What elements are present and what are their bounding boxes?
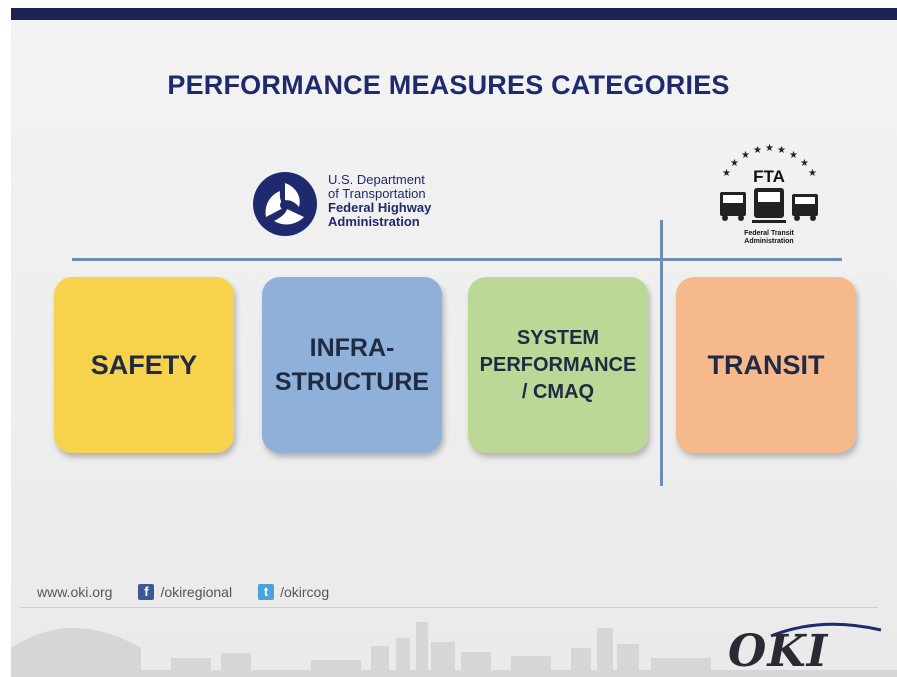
vertical-divider <box>660 220 663 486</box>
footer-links: www.oki.org f /okiregional t /okircog <box>37 584 329 600</box>
svg-text:★: ★ <box>800 158 809 169</box>
fta-acronym: FTA <box>753 167 785 186</box>
fta-logo: ★ ★ ★ ★ ★ ★ ★ ★ ★ FTA Federal Transit Ad… <box>720 143 818 245</box>
svg-text:★: ★ <box>808 168 817 179</box>
fhwa-line-2: of Transportation <box>328 186 426 201</box>
category-safety-label: SAFETY <box>90 349 198 380</box>
svg-text:★: ★ <box>765 143 774 154</box>
category-system-performance-label-2: PERFORMANCE <box>479 353 637 376</box>
fta-name-line-2: Administration <box>744 238 793 245</box>
category-transit-label: TRANSIT <box>707 349 825 380</box>
svg-text:★: ★ <box>730 158 739 169</box>
fta-name-line-1: Federal Transit <box>744 230 794 237</box>
fta-vehicles-icon <box>720 188 818 223</box>
category-system-performance-label-3: / CMAQ <box>521 380 595 403</box>
city-skyline-image <box>11 622 897 677</box>
top-bar <box>11 8 897 20</box>
svg-text:★: ★ <box>777 145 786 156</box>
category-infrastructure: INFRA- STRUCTURE <box>262 277 442 453</box>
fta-stars-icon: ★ ★ ★ ★ ★ ★ ★ ★ ★ <box>722 143 817 179</box>
footer-divider <box>20 607 878 608</box>
fhwa-line-1: U.S. Department <box>328 172 425 187</box>
category-system-performance: SYSTEM PERFORMANCE / CMAQ <box>468 277 648 453</box>
svg-text:★: ★ <box>741 150 750 161</box>
facebook-link[interactable]: /okiregional <box>160 584 233 600</box>
dot-emblem-icon <box>253 172 317 236</box>
fhwa-logo: U.S. Department of Transportation Federa… <box>252 171 482 251</box>
horizontal-divider <box>72 258 842 261</box>
category-infrastructure-label-1: INFRA- <box>309 334 395 362</box>
fhwa-line-4: Administration <box>328 214 420 229</box>
fhwa-line-3: Federal Highway <box>328 200 432 215</box>
slide-title: PERFORMANCE MEASURES CATEGORIES <box>167 70 730 100</box>
svg-text:★: ★ <box>789 150 798 161</box>
svg-text:★: ★ <box>722 168 731 179</box>
oki-logo: OKI <box>728 626 829 677</box>
category-transit: TRANSIT <box>676 277 856 453</box>
category-system-performance-label-1: SYSTEM <box>516 326 600 349</box>
svg-text:★: ★ <box>753 145 762 156</box>
category-safety: SAFETY <box>54 277 234 453</box>
twitter-icon: t <box>258 584 275 600</box>
facebook-icon: f <box>138 584 155 600</box>
twitter-link[interactable]: /okircog <box>280 584 330 600</box>
category-infrastructure-label-2: STRUCTURE <box>274 368 430 396</box>
website-link[interactable]: www.oki.org <box>37 584 113 600</box>
fhwa-wordmark: U.S. Department of Transportation Federa… <box>328 173 431 229</box>
